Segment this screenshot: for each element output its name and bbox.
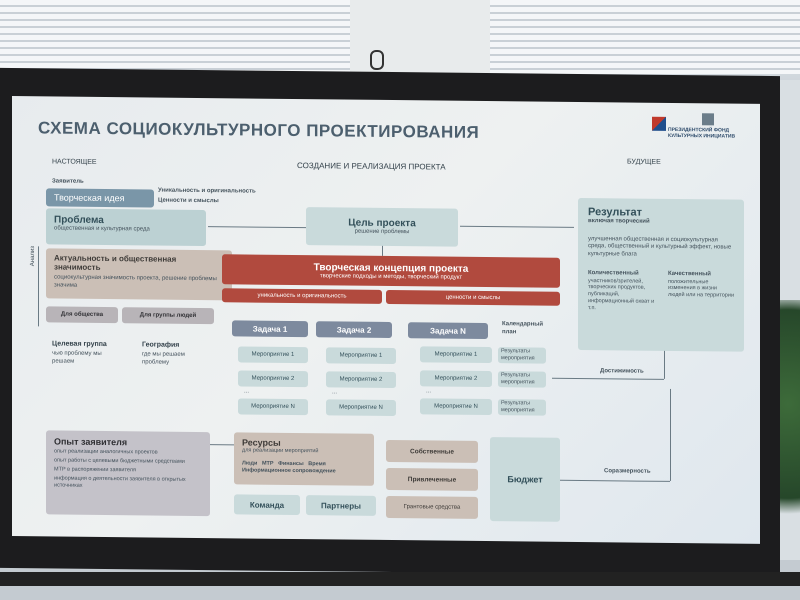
window-blind-right xyxy=(490,0,800,74)
arrow-cel-koncepciya xyxy=(382,245,383,256)
projection-screen-frame: СХЕМА СОЦИОКУЛЬТУРНОГО ПРОЕКТИРОВАНИЯ ПР… xyxy=(0,67,780,577)
kachestvenny-title: Качественный xyxy=(668,270,711,278)
sobstvennye-box: Собственные xyxy=(386,439,478,463)
aktualnost-box: Актуальность и общественная значимость с… xyxy=(46,248,232,301)
tvorcheskaya-ideya: Творческая идея xyxy=(46,188,154,208)
grantovye-box: Грантовые средства xyxy=(386,495,478,519)
geografiya-title: География xyxy=(142,341,180,349)
cennosti-label: Ценности и смыслы xyxy=(158,197,219,205)
z2-meropriyatie-2: Мероприятие 2 xyxy=(326,371,396,389)
problema-box: Проблема общественная и культурная среда xyxy=(46,208,206,247)
koncepciya-left: уникальность и оригинальность xyxy=(222,288,382,304)
kalendarny-plan: Календарный план xyxy=(502,321,544,335)
zadacha-2: Задача 2 xyxy=(316,321,392,339)
zn-ellipsis: ... xyxy=(426,388,432,395)
analiz-bracket xyxy=(38,246,39,327)
resursy-box: Ресурсы для реализации мероприятий Люди … xyxy=(234,432,374,486)
koncepciya-right: ценности и смыслы xyxy=(386,289,560,306)
projector-hook xyxy=(370,50,384,70)
zayavitel-label: Заявитель xyxy=(52,178,84,185)
dostizhimost-line xyxy=(552,377,664,380)
aktualnost-sub: социокультурная значимость проекта, реше… xyxy=(54,274,217,289)
rezultaty-1: Результаты мероприятия xyxy=(498,347,546,364)
rezultat-box: Результат включая творческий улучшенная … xyxy=(578,197,744,352)
aktualnost-title: Актуальность и общественная значимость xyxy=(54,253,177,272)
analiz-label: Анализ xyxy=(30,245,36,267)
cel-title: Цель проекта xyxy=(348,217,416,230)
komanda-box: Команда xyxy=(234,494,300,516)
celevaya-title: Целевая группа xyxy=(52,340,107,349)
kachestvenny-text: положительные изменения в жизни людей ил… xyxy=(668,278,735,299)
problema-sub: общественная и культурная среда xyxy=(54,225,150,233)
opyt-item-4: информация о деятельности заявителя в от… xyxy=(54,475,186,489)
col-present: НАСТОЯЩЕЕ xyxy=(52,158,97,166)
rezultat-text: улучшенная общественная и социокультурна… xyxy=(588,235,732,258)
arrow-problema-cel xyxy=(208,226,306,229)
z2-meropriyatie-1: Мероприятие 1 xyxy=(326,347,396,365)
kolichestvenny-text: участников/зрителей, творческих продукто… xyxy=(588,277,655,312)
zn-meropriyatie-1: Мероприятие 1 xyxy=(420,346,492,364)
arrow-cel-rezultat xyxy=(460,225,574,228)
screen-bottom-bar xyxy=(0,572,800,586)
privlechennye-box: Привлеченные xyxy=(386,467,478,491)
koncepciya-box: Творческая концепция проекта творческие … xyxy=(222,254,560,288)
col-creation: СОЗДАНИЕ И РЕАЛИЗАЦИЯ ПРОЕКТА xyxy=(297,161,446,172)
rezultaty-2: Результаты мероприятия xyxy=(498,371,546,388)
dostizhimost-line-up xyxy=(664,350,665,379)
dostizhimost-label: Достижимость xyxy=(600,368,644,375)
logo-icon xyxy=(702,113,714,126)
koncepciya-sub: творческие подходы и методы, творческий … xyxy=(319,272,463,281)
sorazmernost-line xyxy=(560,479,670,482)
logo-text: ПРЕЗИДЕНТСКИЙ ФОНД КУЛЬТУРНЫХ ИНИЦИАТИВ xyxy=(668,126,736,140)
dlya-grupp: Для группы людей xyxy=(122,307,214,325)
cel-box: Цель проекта решение проблемы xyxy=(306,207,458,247)
dlya-obshestva: Для общества xyxy=(46,306,118,324)
z2-meropriyatie-n: Мероприятие N xyxy=(326,399,396,417)
celevaya-sub: чью проблему мы решаем xyxy=(52,350,102,365)
window-blind-left xyxy=(0,0,350,74)
opyt-item-3: МТР в распоряжении заявителя xyxy=(54,466,136,474)
geografiya-sub: где мы решаем проблему xyxy=(142,351,185,366)
z1-ellipsis: ... xyxy=(244,388,250,395)
resursy-info: Информационное сопровождение xyxy=(242,467,336,475)
zn-meropriyatie-n: Мероприятие N xyxy=(420,398,492,416)
zadacha-1: Задача 1 xyxy=(232,320,308,338)
slide: СХЕМА СОЦИОКУЛЬТУРНОГО ПРОЕКТИРОВАНИЯ ПР… xyxy=(12,96,760,544)
rezultaty-n: Результаты мероприятия xyxy=(498,399,546,416)
z2-ellipsis: ... xyxy=(332,389,338,396)
fund-logo-icon xyxy=(652,116,666,131)
unikalnost-label: Уникальность и оригинальность xyxy=(158,187,256,195)
cel-sub: решение проблемы xyxy=(354,228,410,235)
resursy-sub: для реализации мероприятий xyxy=(242,447,319,455)
byudzhet-box: Бюджет xyxy=(490,437,560,522)
partnery-box: Партнеры xyxy=(306,495,376,516)
zn-meropriyatie-2: Мероприятие 2 xyxy=(420,370,492,388)
col-future: БУДУЩЕЕ xyxy=(627,158,661,166)
opyt-box: Опыт заявителя опыт реализации аналогичн… xyxy=(46,430,210,517)
z1-meropriyatie-2: Мероприятие 2 xyxy=(238,370,308,388)
sorazmernost-label: Соразмерность xyxy=(604,468,651,475)
opyt-item-2: опыт работы с целевыми бюджетными средст… xyxy=(54,457,185,465)
wall-column xyxy=(350,0,490,74)
arrow-opyt-resursy xyxy=(210,444,234,446)
rezultat-sub: включая творческий xyxy=(588,218,650,225)
sorazmernost-line-up xyxy=(670,388,671,481)
zadacha-n: Задача N xyxy=(408,322,488,340)
opyt-title: Опыт заявителя xyxy=(54,436,128,448)
kolichestvenny-title: Количественный xyxy=(588,270,639,277)
slide-title: СХЕМА СОЦИОКУЛЬТУРНОГО ПРОЕКТИРОВАНИЯ xyxy=(38,118,480,142)
opyt-item-1: опыт реализации аналогичных проектов xyxy=(54,448,158,456)
z1-meropriyatie-1: Мероприятие 1 xyxy=(238,346,308,364)
z1-meropriyatie-n: Мероприятие N xyxy=(238,398,308,416)
